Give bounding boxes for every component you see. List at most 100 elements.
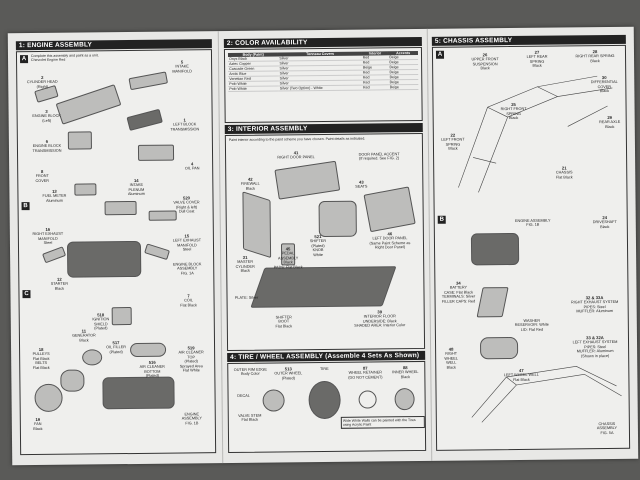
part-label: 29 REAR AXLE Black (599, 114, 621, 129)
part-label: 19 FAN Black (33, 416, 43, 431)
tire-wheel-diagram: OUTER RIM EDGE Body Color 513 OUTER WHEE… (227, 360, 427, 454)
interior-floor-part (250, 266, 397, 308)
fuel-meter-part (74, 183, 97, 196)
part-label: 520 VALVE COVER (Right & left) Dull Coat (173, 195, 200, 214)
part-label: 87 WHEEL RETAINER (DO NOT CEMENT) (348, 365, 383, 380)
part-label: ENGINE ASSEMBLY FIG. 1B (514, 218, 551, 228)
chassis-diagram: A B 26 UPPER FRONT SUSPENSION Black 27 L… (431, 44, 631, 451)
engine-assembly-part (102, 376, 175, 410)
part-label: 43 SEATS (355, 179, 368, 190)
part-label: WASHER RESERVOIR: White LID: Flat Red (514, 318, 549, 332)
part-label: 6 ENGINE BLOCK TRANSMISSION (32, 138, 62, 153)
part-label: CHASSIS ASSEMBLY FIG. 5A (596, 421, 618, 435)
part-label: ENGINE BLOCK ASSEMBLY FIG. 1A (172, 262, 202, 276)
instruction-sheet: 1: ENGINE ASSEMBLY A Complete this assem… (7, 26, 639, 466)
part-label: SHIFTER BOOT Flat Black (275, 315, 293, 329)
left-door-panel-part (363, 186, 416, 233)
pulley-part (60, 369, 85, 392)
part-label: 39 INTERIOR FLOOR UNDERSIDE: Black SHADE… (354, 309, 406, 328)
tire-part (308, 380, 341, 420)
engine-assembly-part (470, 232, 520, 266)
color-table: Body (Paint) Tonneau Covers Interior Acc… (227, 50, 419, 92)
engine-diagram: A Complete this assembly and paint as a … (15, 49, 217, 456)
inner-wheel-part (394, 388, 415, 411)
part-label: 31 MASTER CYLINDER Black (235, 254, 255, 274)
engine-block-assembly-part (66, 240, 142, 278)
transmission-part (126, 108, 163, 131)
part-label: 22 LEFT FRONT SPRING Black (441, 132, 465, 151)
part-label: 34 BATTERY CASE: Flat Black TERMINALS: S… (441, 280, 476, 304)
seats-part (318, 200, 357, 238)
wide-white-walls-note: Wide White Walls can be painted with the… (340, 415, 425, 430)
part-label: 4 OIL PAN (184, 161, 200, 171)
part-label: 519 AIR CLEANER TOP (Plated) Sprayed Are… (178, 345, 204, 373)
chassis-assembly-drawing (471, 366, 622, 423)
step-marker: A (435, 50, 445, 59)
part-label: 3 ENGINE BLOCK (Left) (32, 108, 61, 123)
part-label: 8 FRONT COVER (35, 168, 50, 183)
air-cleaner-part (130, 342, 167, 358)
part-label: 516 AIR CLEANER BOTTOM (Plated) (139, 359, 165, 379)
part-label: PLATE: Silver (234, 295, 259, 300)
part-label: 30 DIFFERENTIAL COVER Black (590, 75, 618, 94)
intake-manifold-part (128, 71, 169, 91)
part-label: VALVE STEM Flat Black (238, 413, 262, 423)
part-label: 16 RIGHT EXHAUST MANIFOLD Steel (32, 226, 64, 246)
part-label: 5 INTAKE MANIFOLD (172, 59, 192, 74)
part-label: 21 CHASSIS Flat Black (555, 165, 573, 180)
color-availability-table: Body (Paint) Tonneau Covers Interior Acc… (223, 46, 423, 124)
part-label: DOOR PANEL ACCENT (If required. See FIG.… (358, 152, 400, 162)
part-label: 25 RIGHT FRONT SPRING Black (500, 101, 527, 121)
part-label: 518 IGNITION SHIELD (Plated) (92, 312, 110, 331)
part-label: 47 LEFT WHEEL WELL Flat Black (503, 367, 539, 382)
part-label: 1 LEFT BLOCK TRANSMISSION (170, 117, 200, 132)
part-label: TIRE (319, 366, 329, 372)
part-label: 32 & 33A RIGHT EXHAUST SYSTEM PIPES: Ste… (570, 295, 619, 314)
part-label: 48 RIGHT WHEEL WELL Black (444, 346, 458, 370)
part-label: OUTER RIM EDGE Body Color (233, 367, 267, 377)
part-label: 14 INTAKE PLENUM Aluminum (127, 177, 145, 197)
oil-pan-part (137, 144, 175, 161)
part-label: 7 COIL Flat Black (180, 293, 197, 308)
part-label: 24 DRIVESHAFT Black (592, 215, 617, 229)
part-label: ENGINE ASSEMBLY FIG. 1B (181, 412, 202, 426)
part-label: 517 OIL FILLER (Plated) (106, 340, 127, 355)
outer-wheel-part (262, 389, 285, 412)
step-marker: B (21, 202, 30, 211)
chassis-assembly-section: 5: CHASSIS ASSEMBLY A B 26 UPPER FRONT S… (431, 34, 631, 451)
part-label: DECAL (237, 393, 250, 398)
part-label: 15 LEFT EXHAUST MANIFOLD Steel (172, 233, 202, 252)
chassis-frame-drawing (458, 75, 613, 193)
part-label: 27 LEFT REAR SPRING Black (526, 49, 548, 69)
part-label: 18 PULLEYS Flat Black BELTS Flat Black (32, 346, 50, 370)
part-label: 45 PEDAL ASSEMBLY Black PADS: Flat Black (273, 246, 303, 270)
exhaust-manifold-part (42, 246, 67, 264)
engine-assembly-section: 1: ENGINE ASSEMBLY A Complete this assem… (15, 39, 217, 456)
page-fold (217, 31, 224, 464)
wheel-well-part (479, 336, 519, 360)
part-label: 41 RIGHT DOOR PANEL (277, 150, 315, 160)
part-label: 33 & 32A LEFT EXHAUST SYSTEM PIPES: Stee… (572, 335, 618, 358)
part-label: 42 FIREWALL Black (240, 176, 260, 191)
right-door-panel-part (274, 160, 341, 200)
part-label: 88 INNER WHEEL Black (392, 365, 419, 380)
middle-column: 2: COLOR AVAILABILITY Body (Paint) Tonne… (223, 36, 427, 454)
part-label: 26 UPPER FRONT SUSPENSION Black (471, 52, 499, 71)
step-marker: B (437, 215, 446, 224)
fan-part (34, 383, 63, 413)
wheel-retainer-part (358, 390, 377, 409)
engine-intro: Complete this assembly and paint as a un… (30, 53, 99, 63)
intake-plenum-part (104, 200, 137, 216)
part-label: 12 STARTER Black (50, 276, 69, 291)
step-marker: A (19, 55, 29, 64)
part-label: 28 RIGHT REAR SPRING Black (575, 49, 615, 64)
part-label: 46 LEFT DOOR PANEL (Same Paint Scheme as… (369, 231, 411, 250)
battery-part (476, 287, 509, 318)
part-label: 513 OUTER WHEEL (Plated) (274, 366, 303, 381)
part-label: 2 CYLINDER HEAD (Right) (26, 74, 58, 89)
interior-intro: Paint interior according to the paint sc… (228, 136, 366, 142)
step-marker: C (22, 290, 31, 299)
interior-diagram: Paint interior according to the paint sc… (224, 132, 426, 352)
part-label: 13 FUEL METER Aluminum (42, 188, 67, 203)
